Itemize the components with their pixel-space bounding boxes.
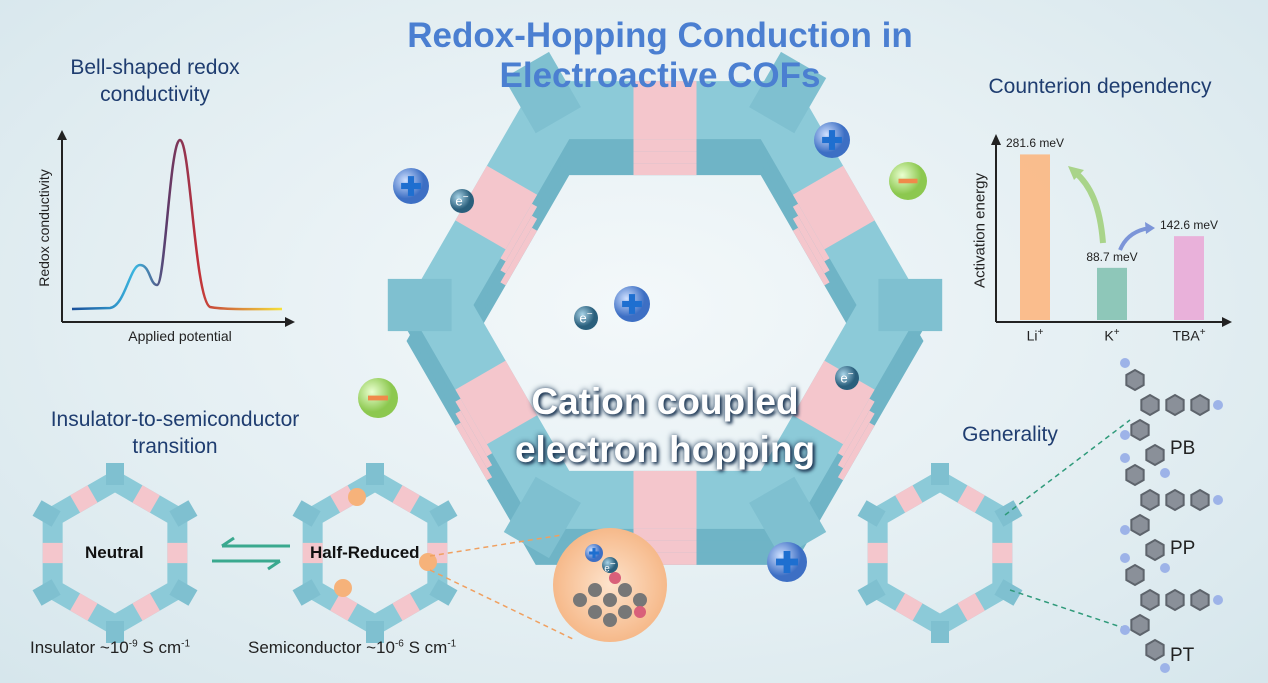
generality-hexagon bbox=[857, 463, 1023, 643]
bar-category-label: TBA+ bbox=[1172, 327, 1206, 344]
electron-icon bbox=[602, 557, 618, 573]
bar-tba bbox=[1174, 236, 1204, 320]
bar-category-label: Li+ bbox=[1026, 327, 1044, 344]
half-reduced-label: Half-Reduced bbox=[310, 543, 420, 562]
anion-icon bbox=[889, 162, 927, 200]
bar-k bbox=[1097, 267, 1127, 320]
neutral-label: Neutral bbox=[85, 543, 144, 562]
cation-icon bbox=[614, 286, 650, 322]
central-cof-hexagon bbox=[387, 51, 943, 565]
page-title: Redox-Hopping Conduction in Electroactiv… bbox=[407, 16, 913, 95]
generality-heading: Generality bbox=[962, 423, 1058, 446]
cation-icon bbox=[585, 544, 603, 562]
molecule-structure-pb bbox=[1120, 358, 1223, 478]
molecule-label-pb: PB bbox=[1170, 438, 1196, 459]
semiconductor-conductivity: Semiconductor ~10-6 S cm-1 bbox=[248, 638, 457, 657]
anion-icon bbox=[358, 378, 398, 418]
bar-value-label: 281.6 meV bbox=[1005, 136, 1065, 151]
molecule-icon bbox=[573, 572, 647, 627]
molecule-structure-pp bbox=[1120, 453, 1223, 573]
conductivity-curve bbox=[71, 138, 283, 311]
bar-category-label: K+ bbox=[1104, 327, 1120, 344]
bell-xlabel: Applied potential bbox=[128, 328, 232, 344]
activation-energy-chart bbox=[991, 134, 1232, 327]
molecule-structure-pt bbox=[1120, 553, 1223, 673]
electron-icon bbox=[835, 366, 859, 390]
counterion-heading: Counterion dependency bbox=[988, 75, 1212, 98]
electron-icon bbox=[450, 189, 474, 213]
bar-value-label: 88.7 meV bbox=[1086, 249, 1138, 264]
activation-energy-ylabel: Activation energy bbox=[971, 172, 989, 289]
electron-icon bbox=[574, 306, 598, 330]
bell-chart bbox=[57, 130, 295, 327]
cation-icon bbox=[767, 542, 807, 582]
bell-ylabel: Redox conductivity bbox=[36, 169, 52, 287]
electron-label: e− bbox=[579, 309, 593, 326]
half-reduced-hexagon bbox=[292, 463, 458, 643]
bar-li bbox=[1020, 154, 1050, 320]
electron-label: e− bbox=[455, 192, 469, 209]
electron-label: e− bbox=[840, 369, 854, 386]
insulator-conductivity: Insulator ~10-9 S cm-1 bbox=[30, 638, 191, 657]
equilibrium-arrows bbox=[212, 536, 290, 571]
arrow-li bbox=[1072, 169, 1106, 244]
molecule-label-pp: PP bbox=[1170, 538, 1196, 559]
neutral-hexagon bbox=[32, 463, 198, 643]
reduced-site bbox=[419, 553, 437, 571]
cation-icon bbox=[393, 168, 429, 204]
electron-label: e− bbox=[604, 559, 616, 575]
cation-icon bbox=[814, 122, 850, 158]
reduced-site bbox=[348, 488, 366, 506]
molecule-label-pt: PT bbox=[1170, 645, 1195, 666]
bar-value-label: 142.6 meV bbox=[1159, 218, 1219, 233]
reduced-site bbox=[334, 579, 352, 597]
